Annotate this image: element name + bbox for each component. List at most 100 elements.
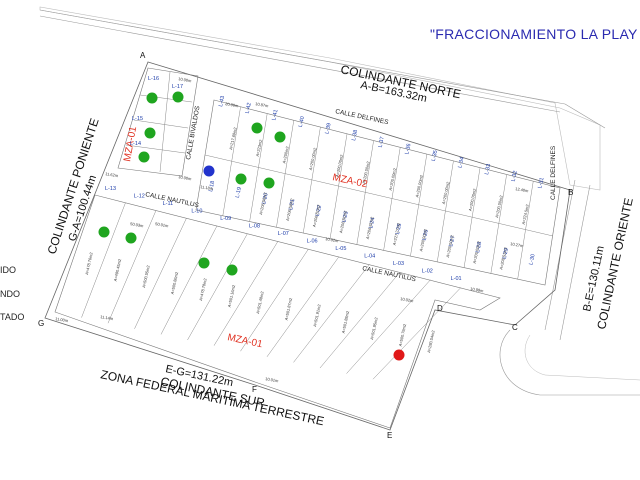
lot-status-markers xyxy=(98,91,405,361)
lot-area-label: A=206.56m2 xyxy=(258,191,268,215)
measure-label: 10.87m xyxy=(255,101,270,108)
lot-label: L-24 xyxy=(368,217,376,229)
lot-area-label: A=200.00m2 xyxy=(441,181,451,205)
lot-label: L-35 xyxy=(431,150,439,162)
lot-label: L-05 xyxy=(335,246,346,252)
measure-label: 10.00m xyxy=(178,174,193,181)
mza02-divider xyxy=(463,167,481,269)
block-mza01-top xyxy=(117,67,199,177)
lot-area-label: A=500.86m2 xyxy=(170,271,180,295)
block-mza01-top-div-3 xyxy=(125,144,186,154)
mza01-bottom-divider xyxy=(372,287,462,380)
lot-status-marker-sold[interactable] xyxy=(393,349,405,361)
lot-area-label: A=200.00m2 xyxy=(361,160,371,184)
mza02-divider xyxy=(436,161,454,263)
lot-status-marker-available[interactable] xyxy=(274,131,286,143)
lot-status-marker-available[interactable] xyxy=(98,226,110,238)
lot-status-marker-available[interactable] xyxy=(144,127,156,139)
lot-label: L-29 xyxy=(502,247,510,259)
lot-label: L-38 xyxy=(351,129,359,141)
measure-label: 10.99m xyxy=(470,286,485,293)
lot-label: L-28 xyxy=(475,241,483,253)
lot-area-label: A=500.79m2 xyxy=(398,323,408,347)
lot-area-label: A=200.00m2 xyxy=(467,187,477,211)
lot-label: L-19 xyxy=(235,186,243,198)
measure-label: 10.01m xyxy=(265,376,280,383)
measure-label: 11.00m xyxy=(55,316,69,323)
lot-label: L-41 xyxy=(271,109,279,121)
lot-label: L-17 xyxy=(172,84,183,90)
lot-label: L-04 xyxy=(364,254,375,260)
lot-label: L-21 xyxy=(288,199,296,211)
lot-area-label: A=223m2 xyxy=(255,138,264,157)
lot-area-label: A=206.81m2 xyxy=(365,216,375,240)
north-road-band xyxy=(39,6,601,191)
lot-label: L-14 xyxy=(130,141,141,147)
lot-status-marker-available[interactable] xyxy=(226,264,238,276)
lot-area-label: A=208.51m2 xyxy=(498,246,508,270)
lot-label: L-22 xyxy=(315,205,323,217)
lot-label: L-31 xyxy=(537,177,545,189)
mza02-divider xyxy=(276,120,295,228)
lot-area-label: A=200.00m2 xyxy=(472,240,482,264)
measure-label: 50.01m xyxy=(155,221,170,228)
lot-status-marker-available[interactable] xyxy=(138,151,150,163)
mza01-bottom-divider xyxy=(81,202,126,318)
lot-label: L-30 xyxy=(528,254,536,266)
street-label-delfines-right: CALLE DELFINES xyxy=(550,145,557,200)
lot-area-label: A=478.76m2 xyxy=(84,251,94,275)
lot-status-marker-available[interactable] xyxy=(251,122,263,134)
block-mza01-bottom-dividers xyxy=(81,202,462,380)
lot-label: L-12 xyxy=(134,194,145,200)
lot-labels: L-16L-17L-15L-14L-43L-42L-41L-40L-39L-38… xyxy=(105,76,545,282)
lot-status-marker-available[interactable] xyxy=(198,257,210,269)
block-mza02 xyxy=(195,99,561,286)
lot-label: L-37 xyxy=(378,136,386,148)
vertex-b: B xyxy=(568,188,573,197)
measure-label: 10.02m xyxy=(325,236,340,243)
lot-status-marker-reserved[interactable] xyxy=(203,165,215,177)
mza02-divider xyxy=(490,174,507,274)
lot-area-label: A=200.00m2 xyxy=(418,228,428,252)
mza01-bottom-divider xyxy=(346,279,431,374)
block-mza02-dividers xyxy=(222,106,534,280)
lot-area-label: A=500.55m2 xyxy=(141,264,151,288)
lot-area-label: A=200.00m2 xyxy=(334,153,344,177)
lot-label: L-42 xyxy=(245,102,253,114)
lot-status-marker-available[interactable] xyxy=(172,91,184,103)
mza01-bottom-label: MZA-01 xyxy=(226,332,264,350)
lot-status-marker-available[interactable] xyxy=(235,173,247,185)
vertex-a: A xyxy=(140,51,146,60)
lot-label: L-10 xyxy=(191,209,202,215)
mza01-bottom-divider xyxy=(187,233,248,341)
legend-label-1: IDO xyxy=(0,265,17,275)
mza01-bottom-divider xyxy=(293,264,370,363)
lot-label: L-13 xyxy=(105,186,116,192)
lot-label: L-26 xyxy=(422,229,430,241)
lot-label: L-32 xyxy=(511,170,519,182)
lot-label: L-06 xyxy=(307,239,318,245)
vertex-d: D xyxy=(437,304,443,313)
lot-label: L-39 xyxy=(324,123,332,135)
lot-area-label: A=217.69m2 xyxy=(228,126,238,150)
measure-label: 10.02m xyxy=(400,296,415,303)
mza01-bottom-divider xyxy=(107,210,157,324)
block-mza01-bottom xyxy=(54,194,501,429)
block-mza01-top-div-4 xyxy=(159,71,171,173)
lot-label: L-16 xyxy=(148,76,159,82)
vertex-e: E xyxy=(387,431,392,440)
street-label-delfines-top: CALLE DELFINES xyxy=(335,108,390,126)
lot-status-marker-available[interactable] xyxy=(146,92,158,104)
lot-label: L-23 xyxy=(342,211,350,223)
street-label-nautilus-right: CALLE NAUTILUS xyxy=(362,265,417,283)
lot-area-label: A=280.04m2 xyxy=(426,329,436,353)
lot-status-marker-available[interactable] xyxy=(125,232,137,244)
mza01-bottom-divider xyxy=(319,271,401,369)
vertex-f: F xyxy=(252,385,257,394)
east-road-line-1 xyxy=(564,103,606,129)
lot-area-label: A=206.81m2 xyxy=(338,209,348,233)
cul-de-sac xyxy=(499,329,640,396)
lot-area-label: A=478.78m2 xyxy=(198,277,208,301)
lot-status-marker-available[interactable] xyxy=(263,177,275,189)
